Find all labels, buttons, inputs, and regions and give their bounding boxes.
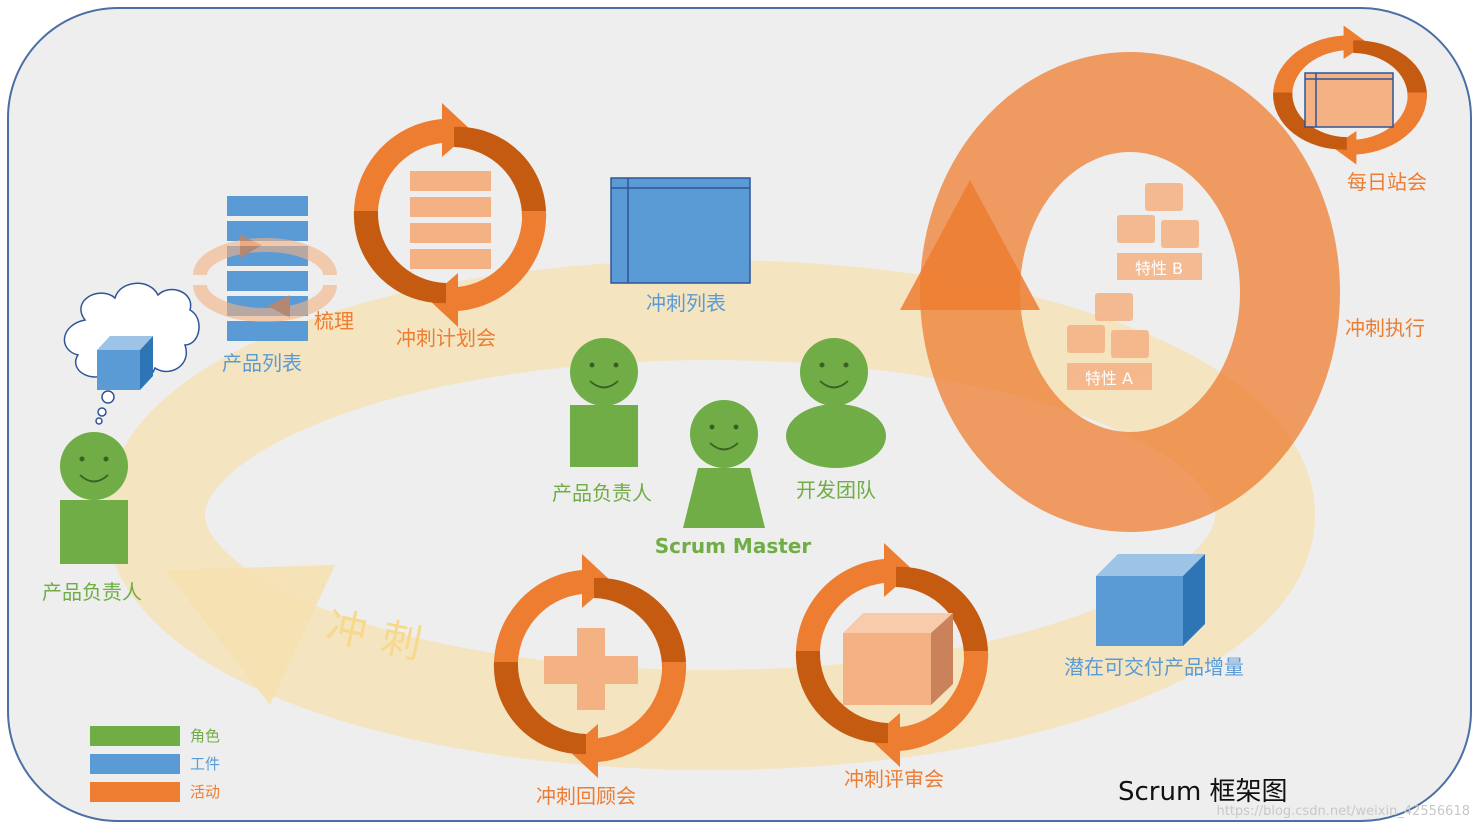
plus-icon <box>544 628 638 710</box>
scrum-master-label: Scrum Master <box>655 534 812 558</box>
scrum-master-avatar <box>683 400 765 528</box>
product-owner-left-avatar <box>60 432 128 564</box>
legend-label-activity: 活动 <box>190 783 220 801</box>
sprint-review-label: 冲刺评审会 <box>844 767 944 791</box>
daily-standup-label: 每日站会 <box>1347 170 1427 194</box>
increment-cube-icon <box>1096 554 1205 646</box>
sprint-retrospective-label: 冲刺回顾会 <box>536 784 636 808</box>
sprint-execution-label: 冲刺执行 <box>1345 316 1425 340</box>
sprint-execution-ring <box>900 52 1340 532</box>
review-box-icon <box>843 613 953 705</box>
refinement-arrows-icon <box>193 235 337 322</box>
watermark: https://blog.csdn.net/weixin_42556618 <box>1216 804 1470 819</box>
sprint-backlog-icon <box>610 177 751 284</box>
legend: 角色 工件 活动 <box>90 726 220 802</box>
sprint-planning-list-icon <box>410 171 491 269</box>
dev-team-avatar <box>786 338 886 468</box>
diagram-title: Scrum 框架图 <box>1118 777 1288 807</box>
idea-cube-icon <box>97 336 153 390</box>
refinement-label: 梳理 <box>314 309 354 333</box>
legend-swatch-activity <box>90 782 180 802</box>
feature-b-label: 特性 B <box>1135 259 1183 278</box>
product-owner-left-label: 产品负责人 <box>42 580 142 604</box>
legend-label-artifact: 工件 <box>190 755 220 773</box>
sprint-cycle-band <box>105 260 1315 770</box>
product-owner-center-avatar <box>570 338 638 467</box>
product-backlog-label: 产品列表 <box>222 351 302 375</box>
legend-label-role: 角色 <box>190 727 220 745</box>
legend-swatch-role <box>90 726 180 746</box>
product-owner-center-label: 产品负责人 <box>552 481 652 505</box>
legend-swatch-artifact <box>90 754 180 774</box>
sprint-backlog-label: 冲刺列表 <box>646 291 726 315</box>
daily-standup-board-icon <box>1304 72 1394 128</box>
feature-a-blocks <box>1067 293 1152 390</box>
increment-label: 潜在可交付产品增量 <box>1064 655 1244 679</box>
sprint-planning-label: 冲刺计划会 <box>396 326 496 350</box>
feature-b-blocks <box>1117 183 1202 280</box>
dev-team-label: 开发团队 <box>796 478 876 502</box>
feature-a-label: 特性 A <box>1085 369 1133 388</box>
